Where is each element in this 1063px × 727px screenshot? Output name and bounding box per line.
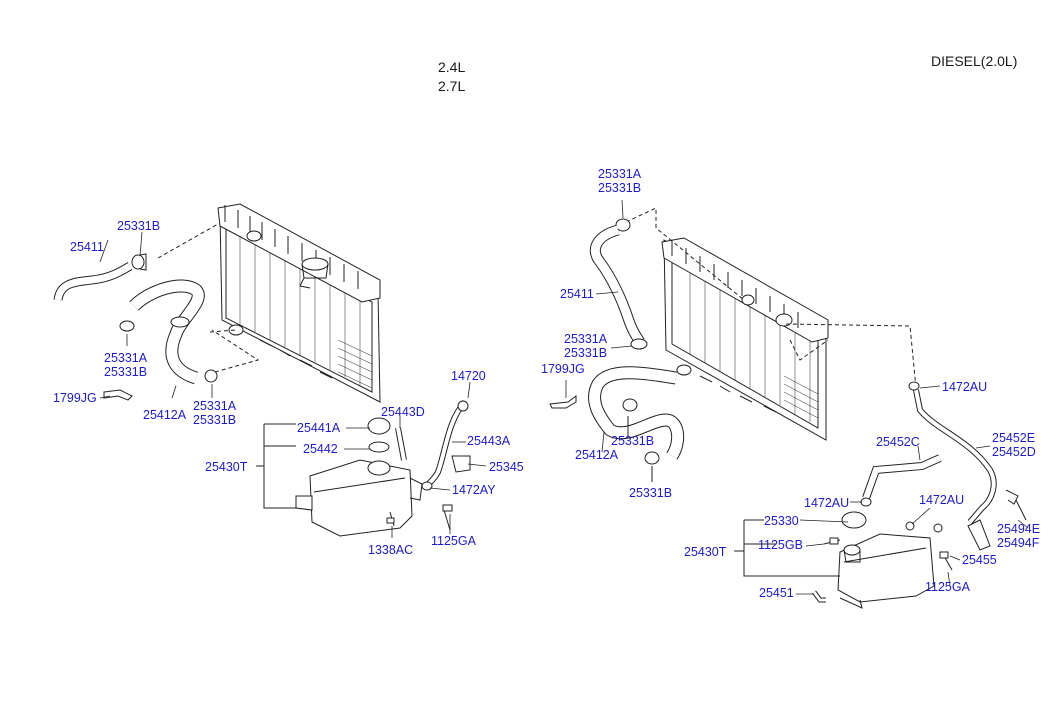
part-link-25494f[interactable]: 25494F xyxy=(997,536,1040,550)
leader-lines xyxy=(99,199,1029,595)
part-link-25443a[interactable]: 25443A xyxy=(467,434,511,448)
part-link-25331b-mid[interactable]: 25331B xyxy=(611,434,655,448)
part-link-1125gb[interactable]: 1125GB xyxy=(758,538,803,552)
part-link-25430t-left[interactable]: 25430T xyxy=(205,460,248,474)
part-link-25331a-right[interactable]: 25331A xyxy=(564,332,608,346)
part-link-25331a-left[interactable]: 25331A xyxy=(104,351,148,365)
left-hoses xyxy=(53,253,218,401)
part-link-25412a-left[interactable]: 25412A xyxy=(143,408,187,422)
part-link-25430t-right[interactable]: 25430T xyxy=(684,545,727,559)
part-link-1125ga-left[interactable]: 1125GA xyxy=(431,534,476,548)
part-link-25331a-lower[interactable]: 25331A xyxy=(193,399,237,413)
part-link-25331a-top[interactable]: 25331A xyxy=(598,167,642,181)
part-link-25452e[interactable]: 25452E xyxy=(992,431,1036,445)
part-link-25411-diesel[interactable]: 25411 xyxy=(560,287,594,301)
diesel-variant-header: DIESEL(2.0L) xyxy=(931,53,1018,69)
part-link-1338ac[interactable]: 1338AC xyxy=(368,543,414,557)
part-link-1472au-right[interactable]: 1472AU xyxy=(919,493,965,507)
engine-variant-header-2: 2.7L xyxy=(438,78,466,94)
part-link-1799jg-right[interactable]: 1799JG xyxy=(541,362,585,376)
right-reservoir xyxy=(734,381,1027,609)
part-link-25442[interactable]: 25442 xyxy=(303,442,338,456)
part-link-1472au-top[interactable]: 1472AU xyxy=(942,380,988,394)
part-link-25441a[interactable]: 25441A xyxy=(297,421,341,435)
part-link-25412a-right[interactable]: 25412A xyxy=(575,448,619,462)
part-link-25452c[interactable]: 25452C xyxy=(876,435,920,449)
part-link-25331b-right[interactable]: 25331B xyxy=(564,346,608,360)
part-link-25331b-top[interactable]: 25331B xyxy=(598,181,642,195)
part-link-25452d[interactable]: 25452D xyxy=(992,445,1036,459)
part-link-1125ga-right[interactable]: 1125GA xyxy=(925,580,970,594)
part-link-25331b-upper[interactable]: 25331B xyxy=(117,219,161,233)
part-link-1472au-mid[interactable]: 1472AU xyxy=(804,496,850,510)
part-link-25455[interactable]: 25455 xyxy=(962,553,997,567)
part-link-14720[interactable]: 14720 xyxy=(451,369,486,383)
left-reservoir xyxy=(256,399,471,537)
left-radiator xyxy=(157,203,381,403)
part-link-25411[interactable]: 25411 xyxy=(70,240,104,254)
part-link-25451[interactable]: 25451 xyxy=(759,586,794,600)
part-link-25331b-lower[interactable]: 25331B xyxy=(193,413,237,427)
part-link-25330[interactable]: 25330 xyxy=(764,514,799,528)
right-radiator xyxy=(625,207,917,441)
part-link-25443d[interactable]: 25443D xyxy=(381,405,425,419)
part-link-1472ay[interactable]: 1472AY xyxy=(452,483,496,497)
part-link-1799jg-left[interactable]: 1799JG xyxy=(53,391,97,405)
right-hoses xyxy=(549,218,685,482)
part-link-25331b-left[interactable]: 25331B xyxy=(104,365,148,379)
part-link-25331b-bottom[interactable]: 25331B xyxy=(629,486,673,500)
engine-variant-header-1: 2.4L xyxy=(438,59,466,75)
part-link-25494e[interactable]: 25494E xyxy=(997,522,1041,536)
part-link-25345[interactable]: 25345 xyxy=(489,460,524,474)
